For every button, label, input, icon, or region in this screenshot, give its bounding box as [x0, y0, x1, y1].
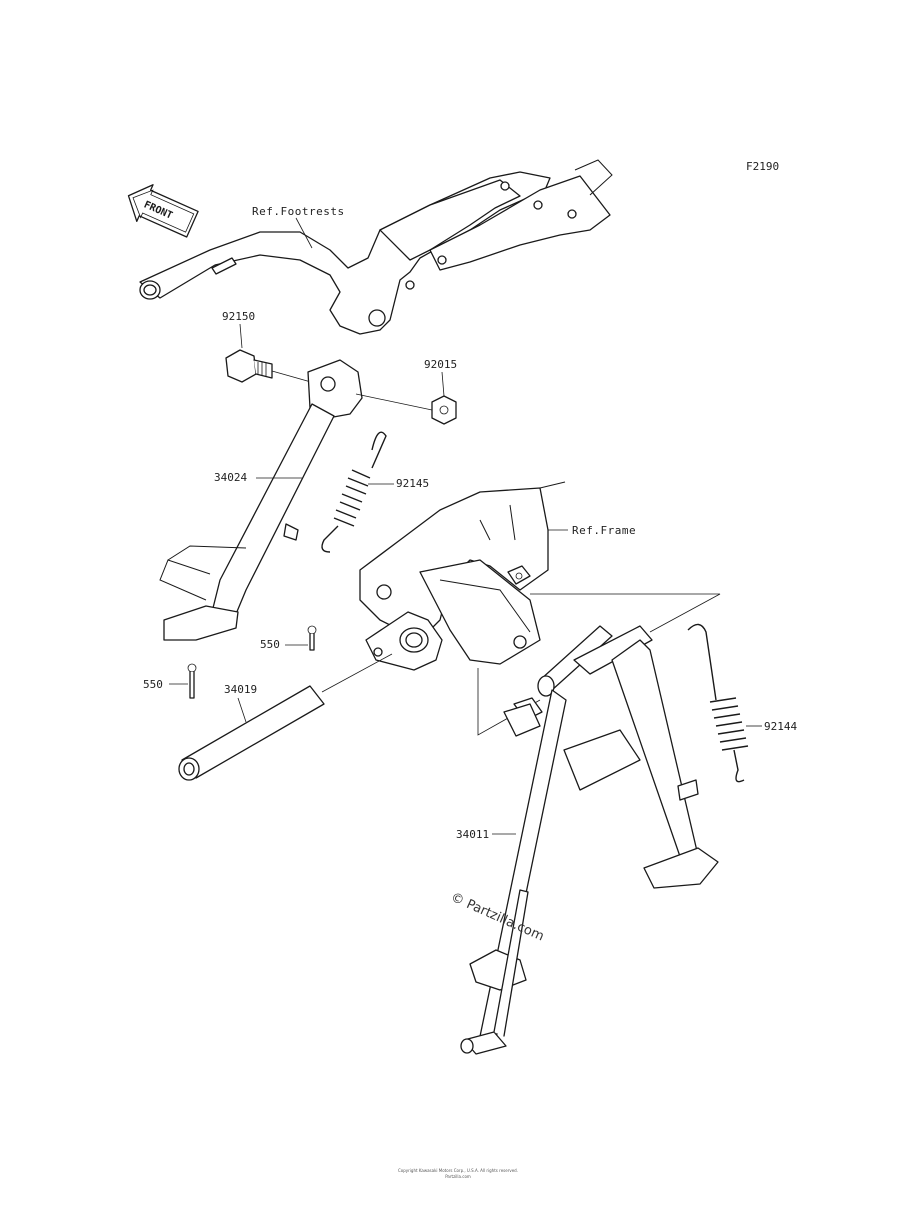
label-92145: 92145	[396, 477, 429, 490]
footer-line1: Copyright Kawasaki Motors Corp., U.S.A. …	[398, 1168, 518, 1173]
footrest-assembly	[139, 159, 613, 335]
label-34011: 34011	[456, 828, 489, 841]
ref-footrests-label: Ref.Footrests	[252, 205, 345, 218]
spring-92145	[321, 431, 387, 553]
spring-92144	[687, 623, 749, 783]
figure-id: F2190	[746, 160, 779, 173]
front-arrow-icon: FRONT	[127, 184, 199, 238]
cotter-pin-550-lower	[187, 663, 197, 699]
label-34019: 34019	[224, 683, 257, 696]
center-stand-34011	[460, 625, 719, 1055]
side-stand-34024	[159, 359, 363, 641]
watermark: © Partzilla.com	[448, 890, 546, 945]
cotter-pin-550-upper	[307, 625, 317, 651]
nut-92015	[431, 395, 457, 425]
bolt-92150	[225, 349, 273, 383]
frame-bracket	[359, 481, 566, 671]
footer-line2: Partzilla.com	[445, 1174, 471, 1179]
label-550-upper: 550	[260, 638, 280, 651]
ref-frame-label: Ref.Frame	[572, 524, 636, 537]
label-550-lower: 550	[143, 678, 163, 691]
label-92150: 92150	[222, 310, 255, 323]
label-92144: 92144	[764, 720, 797, 733]
label-34024: 34024	[214, 471, 247, 484]
label-92015: 92015	[424, 358, 457, 371]
shaft-34019	[178, 685, 325, 781]
